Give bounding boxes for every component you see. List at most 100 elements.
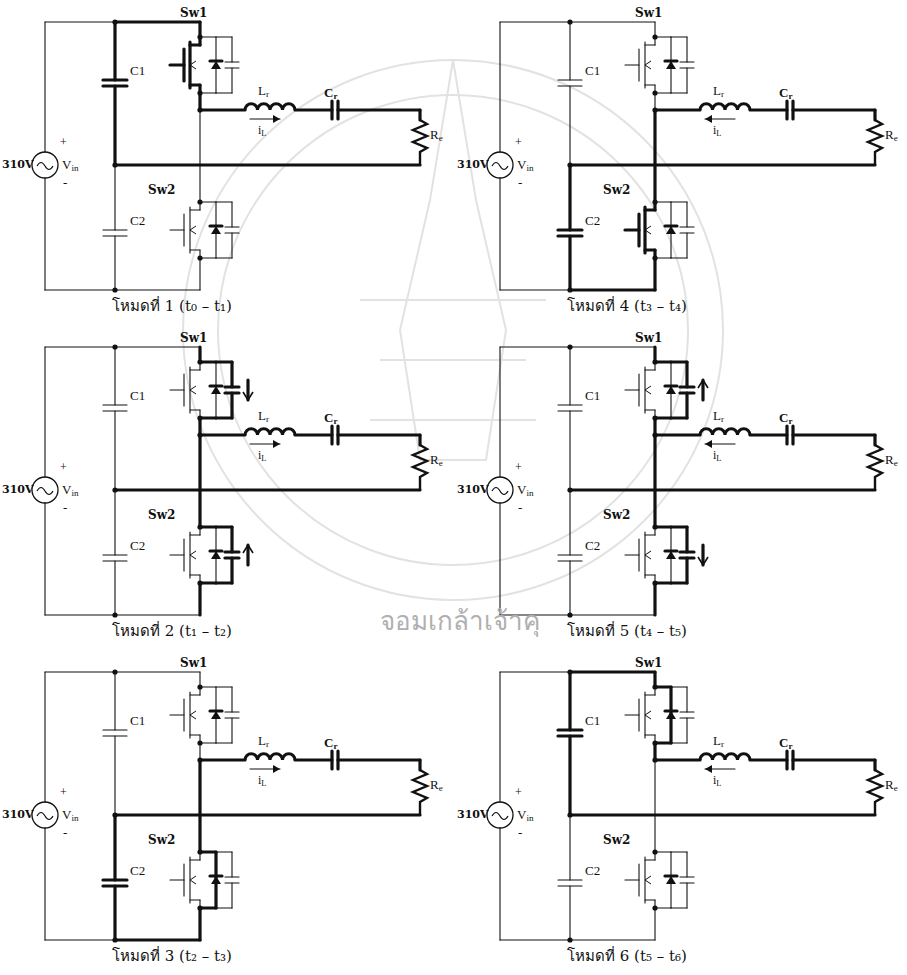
body-diode xyxy=(665,59,677,62)
wire xyxy=(45,614,115,615)
part-label: Re xyxy=(430,453,443,468)
inductor-lr xyxy=(245,754,295,760)
mosfet xyxy=(190,876,196,884)
part-label: Vin xyxy=(62,483,78,498)
inductor-lr xyxy=(700,429,750,435)
circuit-panel xyxy=(32,344,427,617)
part-label: Sw2 xyxy=(148,509,175,521)
part-label: iL xyxy=(258,449,266,464)
mosfet xyxy=(190,574,200,575)
snubber-cap xyxy=(231,852,232,877)
part-label: Re xyxy=(885,778,898,793)
inductor-lr xyxy=(245,429,295,435)
wire xyxy=(570,813,875,816)
part-label: C2 xyxy=(130,214,145,227)
wire xyxy=(568,165,571,230)
snubber-cap xyxy=(225,876,239,877)
cap-branch xyxy=(671,851,687,852)
junction-dot xyxy=(652,684,657,689)
part-label: + xyxy=(515,786,522,798)
wire xyxy=(114,236,115,290)
wire xyxy=(114,736,115,815)
capacitor-cr xyxy=(330,426,333,444)
resistor-re xyxy=(868,120,882,165)
part-label: C1 xyxy=(585,64,600,77)
junction-dot xyxy=(652,757,657,762)
snubber-cap xyxy=(225,385,239,388)
capacitor-c2 xyxy=(103,878,127,881)
snubber-cap xyxy=(231,202,232,227)
wire xyxy=(500,671,570,672)
mosfet-gate xyxy=(170,389,184,390)
mode-caption: โหมดที่ 5 (t₄ – t₅) xyxy=(567,624,687,639)
snubber-cap xyxy=(230,362,233,387)
junction-dot xyxy=(652,580,657,585)
mosfet xyxy=(645,734,655,735)
part-label: 310V xyxy=(457,484,489,495)
mosfet xyxy=(645,711,651,719)
mosfet xyxy=(190,694,200,695)
junction-dot xyxy=(567,162,572,167)
mosfet xyxy=(645,551,651,559)
part-label: - xyxy=(518,826,522,839)
snubber-cap xyxy=(680,876,694,877)
mosfet-lead xyxy=(198,435,201,527)
part-label: Sw2 xyxy=(603,834,630,846)
junction-dot xyxy=(197,255,202,260)
snubber-cap xyxy=(686,202,687,227)
junction-dot xyxy=(567,612,572,617)
part-label: Sw2 xyxy=(148,834,175,846)
wire xyxy=(873,110,876,120)
cap-branch xyxy=(216,360,232,363)
charge-arrow xyxy=(243,545,253,553)
body-diode xyxy=(211,711,221,719)
mosfet-lead xyxy=(654,908,655,940)
resistor-re xyxy=(868,445,882,490)
junction-dot xyxy=(567,287,572,292)
part-label: - xyxy=(63,501,67,514)
wire xyxy=(570,288,655,291)
cap-branch xyxy=(671,92,687,93)
capacitor-c1 xyxy=(558,404,582,405)
part-label: Cr xyxy=(779,86,792,101)
cap-branch xyxy=(671,257,687,258)
wire xyxy=(113,86,116,165)
capacitor-c1 xyxy=(103,404,127,405)
inductor-lr xyxy=(700,754,750,760)
junction-dot xyxy=(567,669,572,674)
wire xyxy=(45,21,115,22)
body-diode xyxy=(211,226,221,234)
body-diode xyxy=(665,709,677,712)
wire xyxy=(338,433,420,436)
junction-dot xyxy=(652,849,657,854)
junction-dot xyxy=(652,524,657,529)
wire xyxy=(873,435,876,445)
wire xyxy=(499,22,500,152)
mode-caption: โหมดที่ 1 (t₀ – t₁) xyxy=(112,299,232,314)
wire xyxy=(44,178,45,290)
mosfet xyxy=(645,226,651,234)
mosfet xyxy=(190,899,200,900)
snubber-cap xyxy=(680,385,694,388)
part-label: iL xyxy=(713,774,721,789)
junction-dot xyxy=(112,162,117,167)
watermark-text: จอมเกล้าเจ้าคุ xyxy=(380,608,540,634)
part-label: Cr xyxy=(324,86,337,101)
snubber-cap xyxy=(686,852,687,877)
body-diode xyxy=(665,549,677,552)
junction-dot xyxy=(197,359,202,364)
wire xyxy=(569,347,570,405)
cap-branch xyxy=(216,416,232,419)
junction-dot xyxy=(112,669,117,674)
voltage-source xyxy=(32,152,58,178)
part-label: - xyxy=(63,826,67,839)
wire xyxy=(115,346,200,347)
wire xyxy=(793,108,875,111)
mosfet-lead xyxy=(653,110,656,202)
body-diode xyxy=(666,386,676,394)
wire xyxy=(793,433,875,436)
body-diode xyxy=(665,224,677,227)
cap-branch xyxy=(216,581,232,584)
wire xyxy=(570,21,655,22)
part-label: C1 xyxy=(585,714,600,727)
